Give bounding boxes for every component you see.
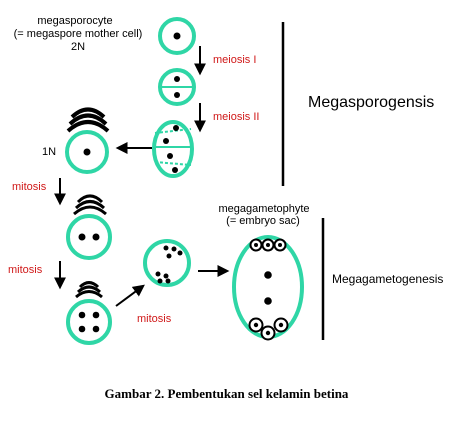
embryo-sac-label: (= embryo sac) <box>226 215 300 227</box>
diagram-canvas: megasporocyte (= megaspore mother cell) … <box>8 15 443 345</box>
two-nucleate-cell <box>66 214 112 260</box>
megasporogenesis-label: Megasporogensis <box>308 94 434 111</box>
degenerating-cells-2 <box>73 194 107 216</box>
mitosis-3-label: mitosis <box>137 313 172 325</box>
degenerating-cells-1 <box>66 107 110 133</box>
functional-megaspore-cell <box>65 130 109 174</box>
dyad-cell <box>158 68 196 106</box>
embryo-sac-cell <box>232 235 304 341</box>
megasporocyte-label: megasporocyte <box>37 15 112 27</box>
meiosis-1-label: meiosis I <box>213 54 256 66</box>
mitosis-3-arrow <box>115 284 145 307</box>
megagametophyte-label: megagametophyte <box>218 203 309 215</box>
ploidy-2n-label: 2N <box>71 41 85 53</box>
tetrad-cell <box>152 120 194 178</box>
ploidy-1n-label: 1N <box>42 146 56 158</box>
megagametogenesis-label: Megagametogenesis <box>332 272 443 286</box>
megaspore-mother-cell-label: (= megaspore mother cell) <box>14 28 143 40</box>
mitosis-1-label: mitosis <box>12 181 47 193</box>
meiosis-2-label: meiosis II <box>213 111 259 123</box>
four-nucleate-cell <box>66 299 112 345</box>
eight-nucleate-cell <box>143 239 191 287</box>
figure-caption: Gambar 2. Pembentukan sel kelamin betina <box>104 386 349 401</box>
mitosis-2-label: mitosis <box>8 264 43 276</box>
degenerating-cells-3 <box>75 281 103 299</box>
megasporocyte-cell <box>158 17 196 55</box>
